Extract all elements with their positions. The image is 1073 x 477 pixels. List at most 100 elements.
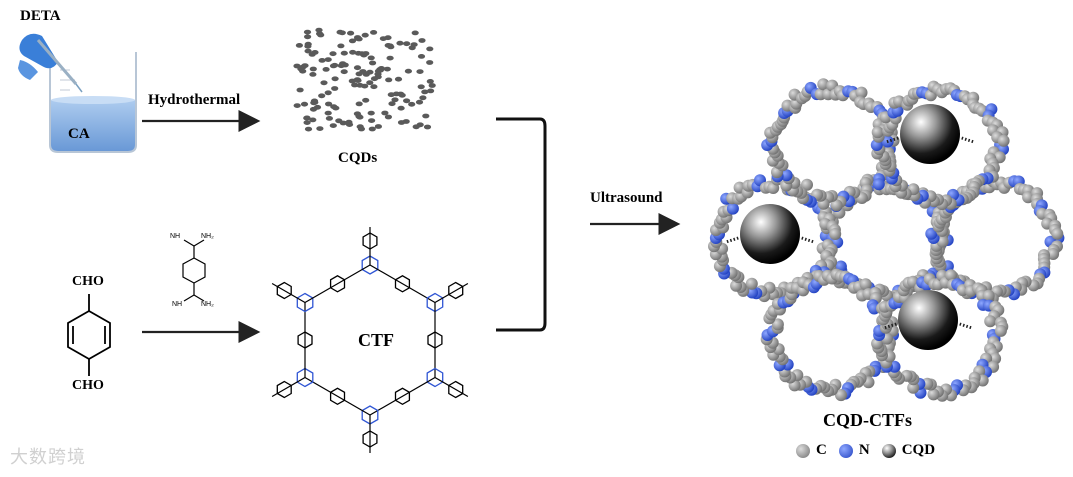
interaction-bond: [883, 322, 897, 330]
carbon-atom: [936, 235, 949, 248]
cqd-particle: [304, 34, 312, 40]
nitrogen-legend-label: N: [858, 442, 870, 458]
cqd-particle: [353, 65, 362, 71]
nitrogen-atom: [872, 178, 885, 191]
cqd-particle: [408, 101, 416, 107]
cqd-particle: [379, 36, 387, 41]
cqd-particle: [397, 105, 405, 111]
cqd-particle: [339, 61, 347, 66]
interaction-bond: [801, 236, 815, 244]
amidine-nh-bottom: NH: [172, 301, 183, 308]
deta-label: DETA: [20, 8, 61, 24]
cqd-particle: [329, 123, 337, 128]
cqd-particle: [340, 69, 348, 75]
cqd-particle: [421, 89, 429, 95]
cqd-sphere: [740, 204, 800, 264]
cqd-particle: [309, 66, 317, 72]
cqd-legend-label: CQD: [901, 442, 936, 458]
carbon-atom: [982, 289, 995, 302]
cqd-particle: [370, 30, 378, 35]
cqd-particle: [408, 45, 416, 51]
cqd-particle: [370, 84, 378, 90]
cqd-particle: [417, 84, 425, 90]
cqd-particle: [427, 88, 435, 94]
cqd-particle: [297, 66, 305, 72]
cqd-sphere: [900, 104, 960, 164]
cqd-particle: [361, 32, 369, 38]
carbon-atom: [1051, 227, 1064, 240]
cqd-particle: [331, 62, 339, 68]
cqd-particles: [293, 27, 436, 132]
amidine-nh-top: NH: [170, 233, 181, 240]
cqd-particle: [293, 103, 301, 108]
carbon-legend-swatch: [796, 443, 810, 458]
combine-bracket: [496, 117, 547, 332]
carbon-atom: [830, 199, 843, 212]
cqd-particle: [349, 49, 357, 55]
cqd-particle: [348, 38, 357, 44]
cqd-particle: [392, 91, 400, 97]
carbon-atom: [871, 126, 884, 139]
hydrothermal-label: Hydrothermal: [148, 92, 241, 108]
carbon-atom: [859, 278, 872, 291]
nitrogen-atom: [726, 202, 739, 215]
cqd-particle: [348, 78, 356, 84]
cqd-particle: [357, 126, 365, 132]
product-label: CQD-CTFs: [823, 410, 912, 430]
cqd-ctf-model: [708, 78, 1065, 402]
cqd-particle: [403, 98, 411, 104]
cqd-particle: [309, 72, 317, 77]
cqd-particle: [345, 119, 353, 125]
cqd-particle: [329, 51, 337, 57]
cqd-particle: [316, 31, 324, 37]
cho-bottom-label: CHO: [72, 378, 104, 393]
cqd-particle: [351, 82, 359, 88]
cqd-particle: [337, 43, 345, 49]
carbon-atom: [927, 388, 940, 401]
cqd-legend-swatch: [881, 443, 896, 458]
carbon-atom: [984, 315, 997, 328]
cqd-particle: [423, 124, 432, 130]
cqd-particle: [347, 30, 355, 36]
beaker-illustration: [18, 33, 137, 153]
cqd-particle: [366, 80, 374, 86]
cqd-particle: [426, 79, 434, 84]
cqd-particle: [394, 76, 403, 82]
interaction-bond: [959, 322, 973, 330]
cqd-particle: [367, 110, 375, 116]
cqd-particle: [411, 30, 419, 36]
cqd-particle: [318, 93, 326, 99]
carbon-atom: [771, 318, 784, 331]
carbon-atom: [1047, 248, 1060, 260]
cqd-particle: [295, 43, 303, 48]
triazine-node: [296, 367, 314, 388]
carbon-atom: [835, 389, 847, 402]
cqd-particle: [419, 95, 427, 101]
cqd-sphere: [898, 290, 958, 350]
amidine-monomer-structure: [182, 239, 206, 302]
cqd-particle: [325, 116, 333, 121]
carbon-atom: [745, 277, 758, 290]
cqd-particle: [377, 66, 385, 71]
cqd-particle: [325, 101, 333, 107]
cqd-particle: [368, 118, 376, 123]
cqd-particle: [391, 97, 399, 103]
cqd-particle: [324, 110, 332, 116]
cqd-particle: [354, 36, 362, 41]
cqd-particle: [368, 126, 376, 132]
interaction-bond: [961, 136, 975, 144]
carbon-legend-label: C: [816, 442, 827, 458]
cqd-particle: [304, 126, 313, 132]
carbon-atom: [945, 269, 957, 282]
atom-legend: C N CQD: [796, 442, 935, 459]
watermark: 大数跨境: [10, 447, 86, 468]
cqd-particle: [362, 97, 370, 103]
triazine-node: [426, 367, 444, 388]
carbon-atom: [855, 86, 868, 99]
cqd-particle: [300, 101, 309, 107]
embedded-cqd-spheres: [725, 104, 975, 350]
cqd-particle: [416, 122, 424, 128]
cqds-label: CQDs: [338, 150, 378, 166]
terephthalaldehyde-structure: [67, 294, 111, 376]
cqd-particle: [324, 90, 332, 96]
